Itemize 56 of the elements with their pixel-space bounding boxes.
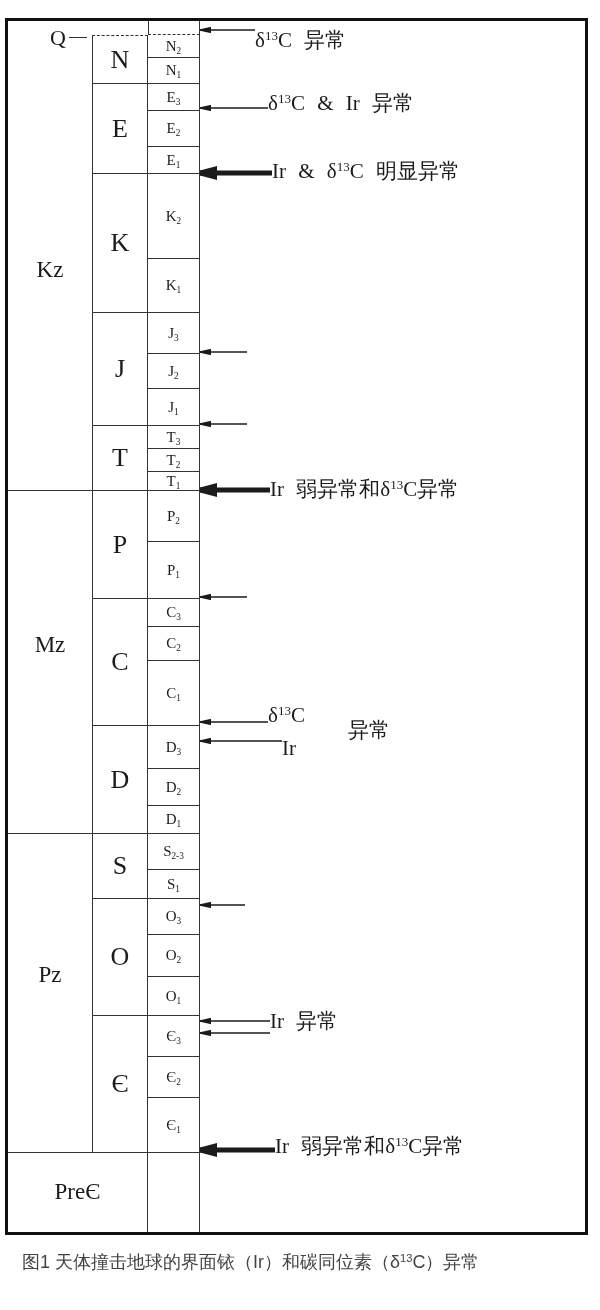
era-cell: Kz (8, 50, 92, 491)
epoch-cell: N$_{1}$ (148, 58, 200, 84)
epoch-cell: P$_{2}$ (148, 491, 200, 542)
period-cell: N (92, 35, 148, 84)
epoch-cell: Є$_{3}$ (148, 1016, 200, 1057)
anomaly-note: Ir & δ$^{13}$C 明显异常 (272, 160, 460, 184)
epoch-cell: Є$_{2}$ (148, 1057, 200, 1098)
epoch-cell: N$_{2}$ (148, 35, 200, 58)
epoch-cell: O$_{3}$ (148, 899, 200, 935)
epoch-cell: J$_{2}$ (148, 354, 200, 389)
period-cell: E (92, 84, 148, 174)
anomaly-note: Ir 弱异常和δ$^{13}$C异常 (275, 1135, 465, 1159)
anomaly-note: Ir 弱异常和δ$^{13}$C异常 (270, 478, 460, 502)
period-cell: S (92, 834, 148, 899)
epoch-cell: K$_{1}$ (148, 259, 200, 313)
period-cell: K (92, 174, 148, 313)
epoch-cell: S$_{1}$ (148, 870, 200, 899)
period-cell: O (92, 899, 148, 1016)
epoch-cell: C$_{1}$ (148, 661, 200, 726)
anomaly-note: Ir (282, 737, 296, 761)
period-cell: T (92, 426, 148, 491)
epoch-cell: Є$_{1}$ (148, 1098, 200, 1153)
epoch-cell: D$_{2}$ (148, 769, 200, 806)
period-cell: Є (92, 1016, 148, 1153)
period-cell: P (92, 491, 148, 599)
period-cell: J (92, 313, 148, 426)
era-cell: Mz (8, 491, 92, 834)
epoch-cell: E$_{3}$ (148, 84, 200, 111)
epoch-cell: J$_{1}$ (148, 389, 200, 426)
epoch-cell: T$_{2}$ (148, 449, 200, 472)
epoch-cell: P$_{1}$ (148, 542, 200, 599)
epoch-cell: J$_{3}$ (148, 313, 200, 354)
period-cell: C (92, 599, 148, 726)
era-cell: Pz (8, 834, 92, 1153)
epoch-cell: O$_{1}$ (148, 977, 200, 1016)
anomaly-note: Ir 异常 (270, 1007, 339, 1037)
epoch-cell: E$_{1}$ (148, 147, 200, 174)
epoch-cell: K$_{2}$ (148, 174, 200, 259)
epoch-cell (148, 21, 200, 35)
epoch-cell: T$_{3}$ (148, 426, 200, 449)
epoch-cell: S$_{2-3}$ (148, 834, 200, 870)
period-label: Q (50, 27, 87, 49)
anomaly-note: δ$^{13}$C 异常 (255, 29, 347, 53)
era-cell: PreЄ (8, 1153, 148, 1232)
epoch-cell: E$_{2}$ (148, 111, 200, 147)
period-cell: D (92, 726, 148, 834)
anomaly-note: 异常 (348, 718, 390, 742)
epoch-cell: T$_{1}$ (148, 472, 200, 491)
epoch-cell: D$_{3}$ (148, 726, 200, 769)
epoch-cell: D$_{1}$ (148, 806, 200, 834)
figure-caption: 图1 天体撞击地球的界面铱（Ir）和碳同位素（δ$^{13}$C）异常 (22, 1251, 480, 1273)
epoch-cell: O$_{2}$ (148, 935, 200, 977)
epoch-cell: C$_{3}$ (148, 599, 200, 627)
epoch-cell: C$_{2}$ (148, 627, 200, 661)
anomaly-note: δ$^{13}$C (268, 704, 305, 728)
anomaly-note: δ$^{13}$C & Ir 异常 (268, 92, 414, 116)
